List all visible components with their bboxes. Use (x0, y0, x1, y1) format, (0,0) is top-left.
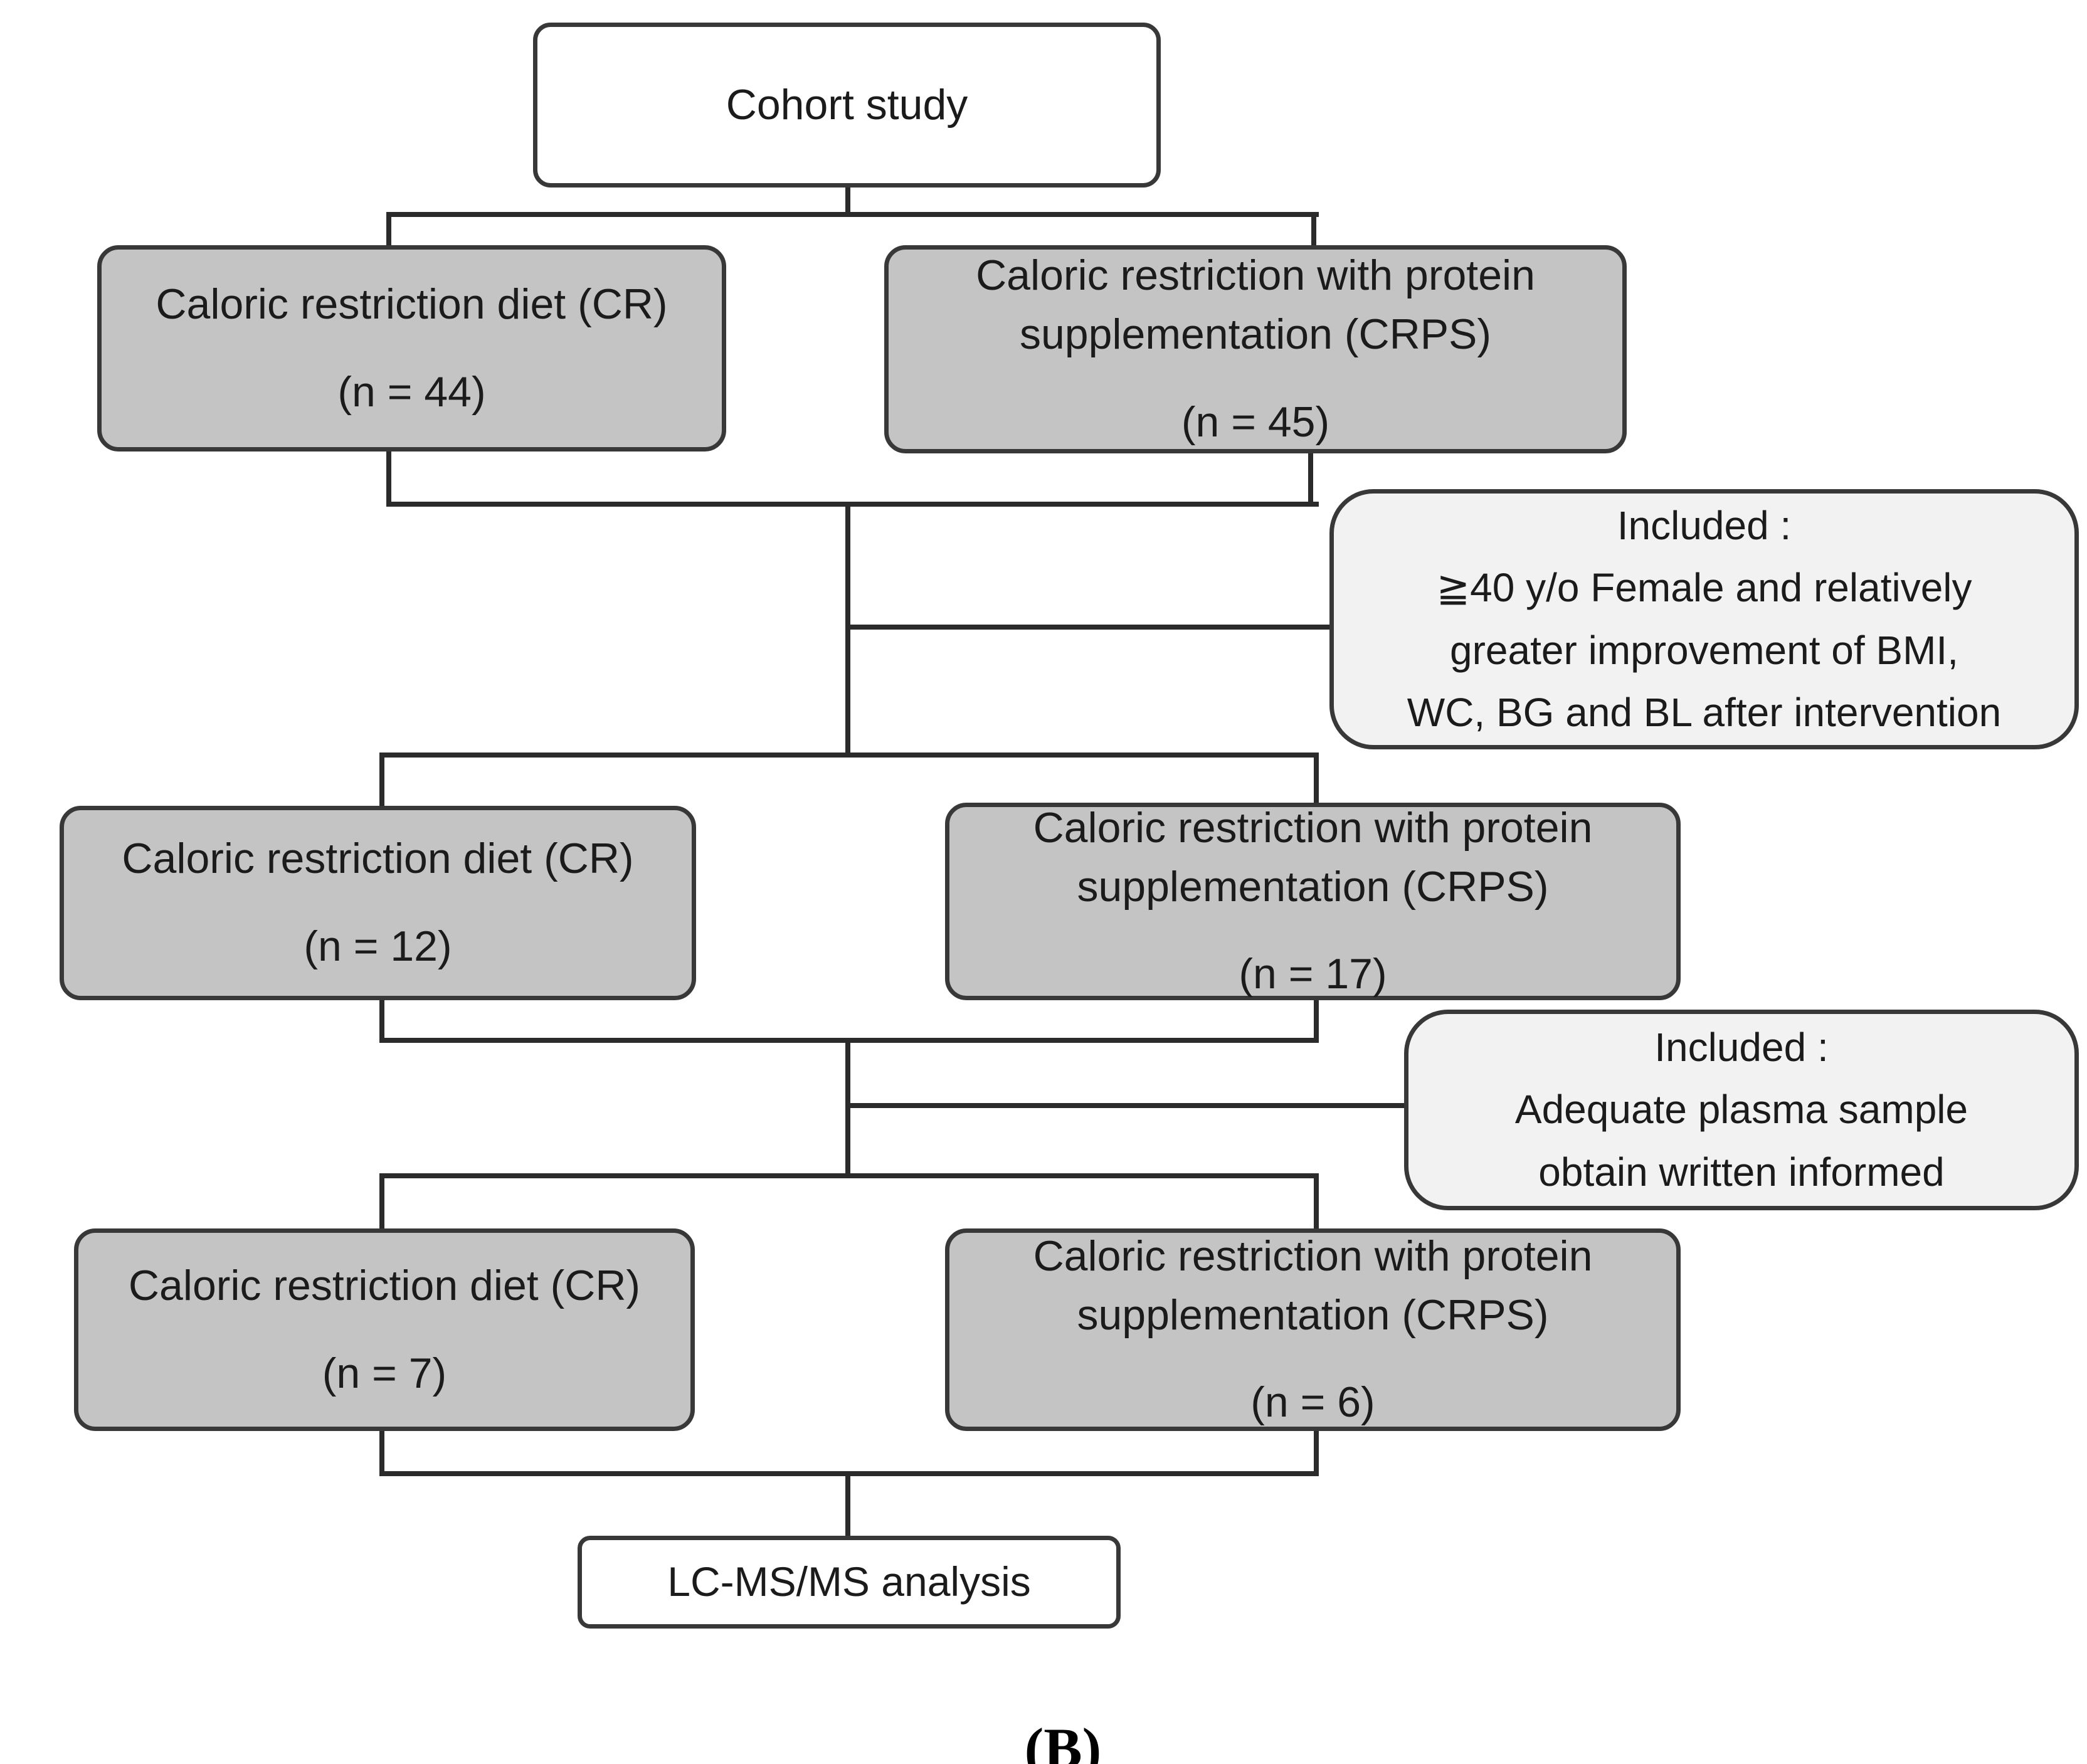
node-label: Caloric restriction with protein (1033, 1232, 1593, 1280)
node-crps-n45: Caloric restriction with protein supplem… (884, 245, 1627, 453)
flow-line-drop-crps6 (1314, 1173, 1319, 1231)
node-cohort-study: Cohort study (533, 23, 1161, 187)
flow-line-cohort-stem (845, 187, 850, 217)
note-line: ≧40 y/o Female and relatively (1436, 565, 1972, 611)
node-label: supplementation (CRPS) (1077, 1291, 1549, 1339)
note-line: WC, BG and BL after intervention (1407, 689, 2002, 735)
node-label: Cohort study (726, 80, 968, 129)
flow-line-out-cr7 (379, 1429, 384, 1476)
node-cr-n44: Caloric restriction diet (CR) (n = 44) (97, 245, 726, 452)
flow-line-split-3 (379, 1173, 1319, 1178)
note-line: obtain written informed (1538, 1149, 1945, 1195)
flow-line-out-cr12 (379, 998, 384, 1043)
node-count: (n = 45) (1181, 398, 1330, 446)
node-label: Caloric restriction diet (CR) (128, 1261, 641, 1309)
node-count: (n = 44) (337, 367, 486, 416)
note-line: Included : (1654, 1025, 1829, 1070)
figure-caption: (B) (1024, 1716, 1102, 1764)
flow-line-drop-cr44 (386, 212, 391, 248)
node-cr-n12: Caloric restriction diet (CR) (n = 12) (60, 806, 696, 1000)
flow-line-out-crps17 (1314, 998, 1319, 1043)
node-cr-n7: Caloric restriction diet (CR) (n = 7) (74, 1228, 695, 1431)
note-included-criteria-2: Included : Adequate plasma sample obtain… (1404, 1010, 2079, 1210)
node-label: Caloric restriction diet (CR) (122, 835, 634, 883)
flow-line-drop-crps45 (1311, 212, 1316, 248)
note-line: greater improvement of BMI, (1450, 627, 1958, 673)
node-count: (n = 17) (1239, 950, 1387, 998)
flow-line-merge-1 (386, 502, 1319, 507)
flow-line-drop-cr7 (379, 1173, 384, 1231)
flow-line-split-2 (379, 753, 1319, 758)
flow-line-stem-lcms (845, 1471, 850, 1538)
node-label: supplementation (CRPS) (1019, 310, 1492, 359)
flow-line-out-crps45 (1308, 451, 1313, 507)
note-line: Included : (1617, 503, 1792, 549)
note-line: Adequate plasma sample (1514, 1087, 1968, 1133)
node-count: (n = 12) (304, 922, 452, 970)
note-included-criteria-1: Included : ≧40 y/o Female and relatively… (1329, 489, 2079, 749)
node-count: (n = 6) (1250, 1378, 1375, 1427)
flow-line-stem-1 (845, 502, 850, 758)
node-crps-n6: Caloric restriction with protein supplem… (945, 1228, 1681, 1431)
node-label: Caloric restriction diet (CR) (156, 280, 668, 328)
node-label: Caloric restriction with protein (976, 251, 1535, 300)
flow-line-drop-crps17 (1314, 753, 1319, 805)
flow-line-branch-included-1 (845, 625, 1332, 630)
node-crps-n17: Caloric restriction with protein supplem… (945, 803, 1681, 1000)
node-lcmsms-analysis: LC-MS/MS analysis (578, 1536, 1121, 1629)
node-count: (n = 7) (322, 1349, 447, 1397)
flow-line-out-cr44 (386, 449, 391, 507)
flow-line-split-1 (386, 212, 1319, 217)
flow-line-drop-cr12 (379, 753, 384, 808)
node-label: Caloric restriction with protein (1033, 803, 1593, 852)
flow-line-stem-2 (845, 1038, 850, 1178)
flow-line-out-crps6 (1314, 1429, 1319, 1476)
flow-line-branch-included-2 (845, 1103, 1407, 1108)
node-label: supplementation (CRPS) (1077, 862, 1549, 911)
node-label: LC-MS/MS analysis (667, 1558, 1031, 1605)
